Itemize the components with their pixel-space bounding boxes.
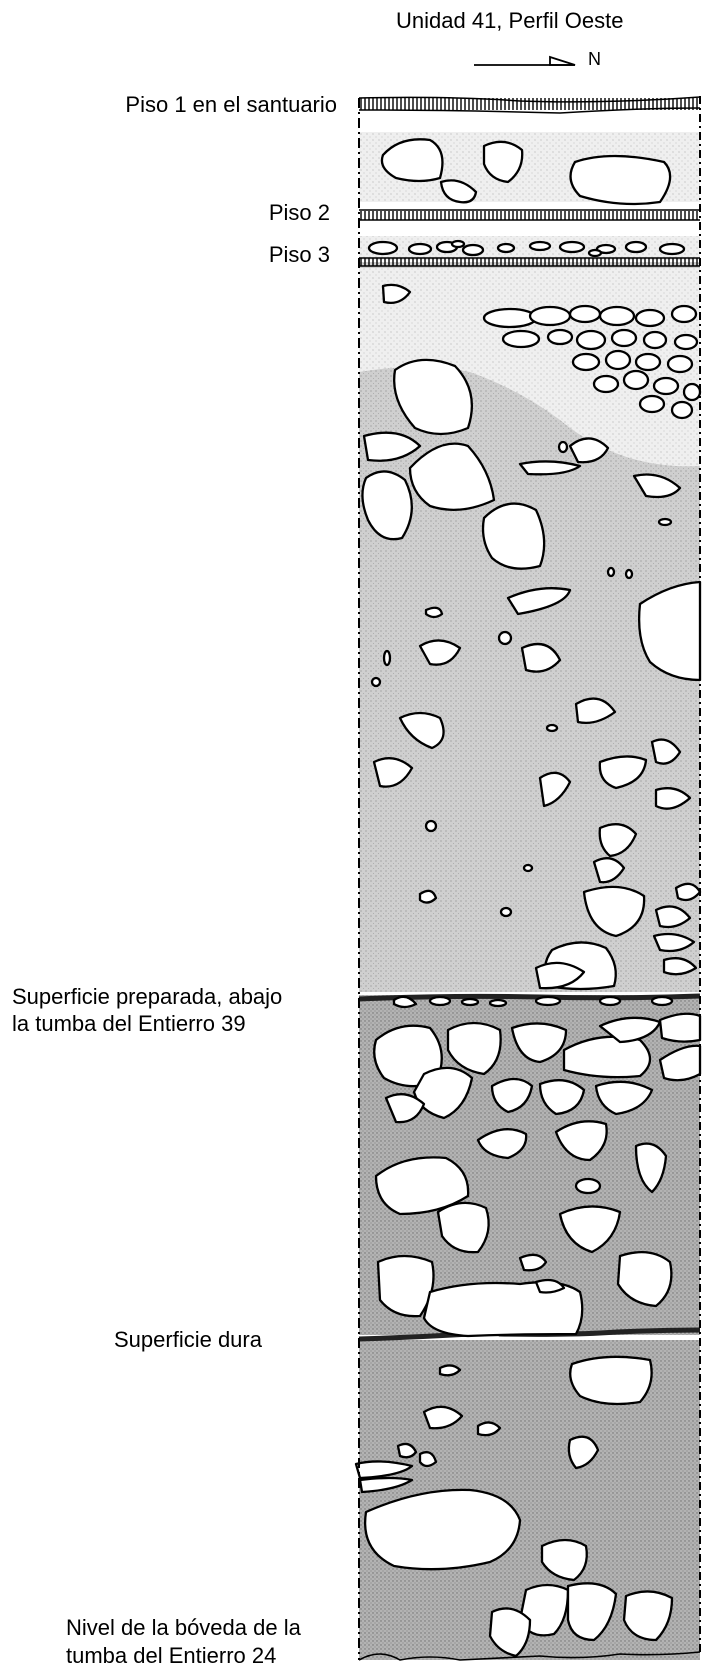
north-label: N bbox=[588, 49, 601, 69]
label-superficie-dura: Superficie dura bbox=[114, 1327, 262, 1352]
floor-piso-1 bbox=[358, 96, 701, 114]
label-piso-2: Piso 2 bbox=[268, 200, 330, 225]
stones bbox=[354, 138, 702, 1658]
north-arrow-icon bbox=[474, 55, 576, 66]
floor-piso-2 bbox=[359, 209, 700, 221]
floor-piso-3 bbox=[359, 257, 700, 267]
label-nivel-boveda-line1: Nivel de la bóveda de la bbox=[66, 1615, 301, 1640]
bottom-edge bbox=[358, 1651, 701, 1661]
section-title: Unidad 41, Perfil Oeste bbox=[396, 8, 624, 33]
label-nivel-boveda-line2: tumba del Entierro 24 bbox=[66, 1643, 277, 1668]
label-superficie-preparada-line2: la tumba del Entierro 39 bbox=[12, 1011, 246, 1036]
label-superficie-preparada-line1: Superficie preparada, abajo bbox=[12, 984, 283, 1009]
label-piso-1: Piso 1 en el santuario bbox=[125, 92, 337, 117]
label-piso-3: Piso 3 bbox=[268, 242, 330, 267]
